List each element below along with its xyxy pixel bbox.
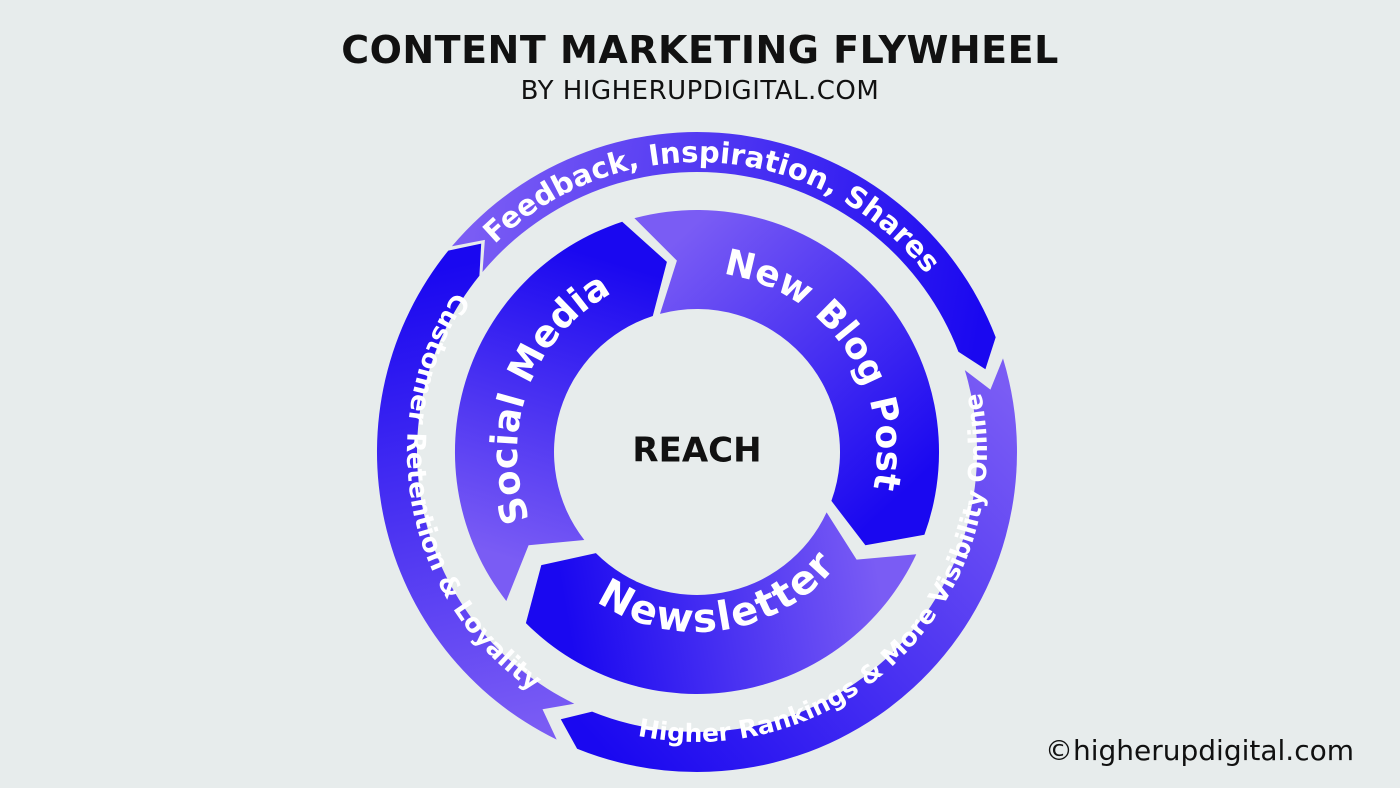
page-title: CONTENT MARKETING FLYWHEEL — [341, 28, 1059, 72]
center-label: REACH — [632, 431, 761, 471]
page-subtitle: BY HIGHERUPDIGITAL.COM — [520, 76, 880, 106]
outer-arrow-feedback — [451, 132, 996, 370]
outer-arrow-customer-retention — [376, 243, 575, 740]
outer-arrow-higher-rankings — [560, 358, 1017, 773]
inner-arrow-newsletter — [525, 512, 917, 694]
copyright-text: ©higherupdigital.com — [1044, 734, 1354, 767]
inner-arrow-social-media — [454, 221, 667, 602]
center-hub — [556, 311, 838, 593]
inner-arrow-new-blog-post — [634, 209, 940, 546]
